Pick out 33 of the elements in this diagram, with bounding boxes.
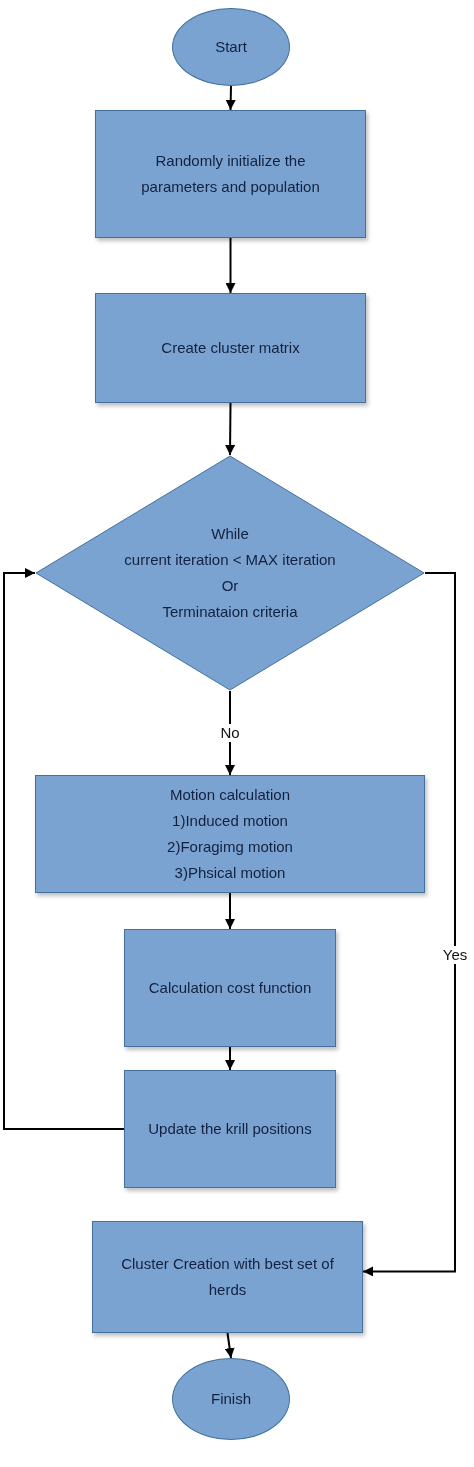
node-text: current iteration < MAX iteration (123, 550, 337, 570)
node-text: Start (214, 37, 248, 57)
node-text: Finish (210, 1389, 252, 1409)
node-text: 3)Phsical motion (173, 863, 287, 883)
node-text: Calculation cost function (147, 978, 313, 998)
arrow (225, 85, 236, 111)
node-text: Terminataion criteria (161, 602, 299, 622)
node-text: Motion calculation (168, 785, 292, 805)
arrow (224, 1332, 235, 1359)
node-text: Or (220, 576, 240, 596)
arrow (225, 892, 235, 930)
node-text: 1)Induced motion (171, 811, 289, 831)
process-box (95, 293, 366, 403)
arrow (362, 572, 456, 1277)
process-box (124, 1070, 336, 1188)
node-text: Randomly initialize the parameters and population (140, 151, 321, 197)
node-text: Cluster Creation with best set of herds (120, 1254, 335, 1300)
node-text: Create cluster matrix (160, 338, 301, 358)
process-box (92, 1221, 363, 1333)
process-box (124, 929, 336, 1047)
arrow (225, 1046, 235, 1071)
decision-diamond (35, 455, 425, 691)
edge-label: No (218, 724, 242, 742)
arrow (225, 237, 236, 294)
node-text: Update the krill positions (147, 1119, 313, 1139)
process-box (35, 775, 425, 893)
process-box (95, 110, 366, 238)
arrow (3, 568, 125, 1130)
arrow (225, 690, 235, 776)
arrow (225, 402, 236, 456)
node-text: While (210, 524, 250, 544)
node-text: 2)Foragimg motion (166, 837, 294, 857)
edge-label: Yes (440, 946, 470, 964)
